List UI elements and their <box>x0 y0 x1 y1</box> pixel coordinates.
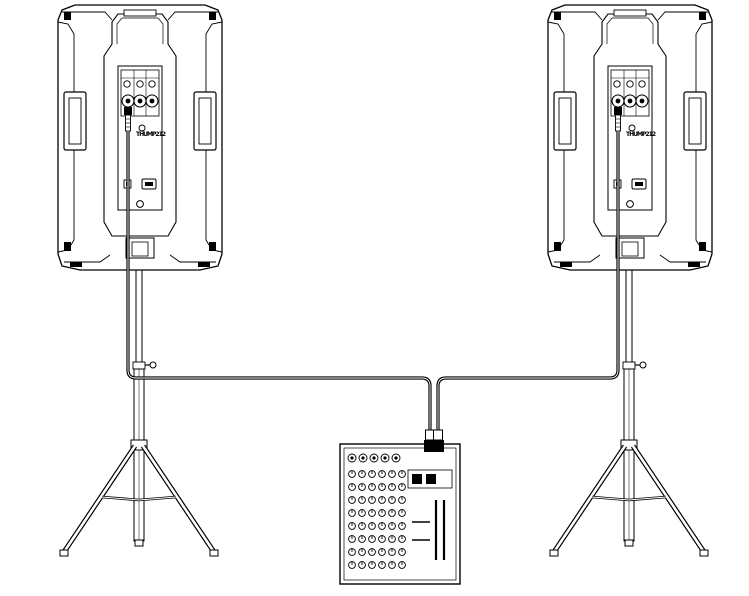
right-tripod-stand <box>550 258 708 556</box>
mixer-input-jack-pin <box>361 456 365 460</box>
right-speaker-brand-label: THUMP212 <box>626 131 656 138</box>
mixer-input-jacks <box>347 453 401 463</box>
left-speaker-brand-label: THUMP212 <box>136 131 166 138</box>
audio-mixer <box>339 443 461 585</box>
mixer-input-jack-pin <box>394 456 398 460</box>
left-tripod-stand <box>60 258 218 556</box>
mixer-input-jack-pin <box>383 456 387 460</box>
mixer-output-plug-right <box>432 429 444 452</box>
mixer-input-jack-pin <box>350 456 354 460</box>
mixer-input-jack-pin <box>372 456 376 460</box>
mixer-channel-strips <box>348 470 406 569</box>
